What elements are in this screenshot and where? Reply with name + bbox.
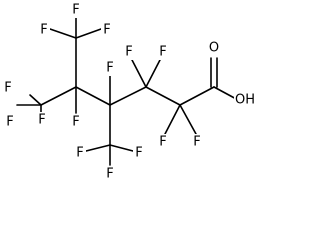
atom-label-f: F bbox=[72, 3, 79, 18]
bond-ctop-fright bbox=[75, 28, 102, 39]
bond-c5-c4 bbox=[75, 86, 111, 106]
structure-diagram: F F F F F F F F F F F F F F F O OH bbox=[2, 2, 258, 182]
atom-label-f: F bbox=[72, 115, 79, 130]
bond-c3-fright bbox=[145, 57, 162, 88]
atom-label-f: F bbox=[106, 61, 113, 76]
atom-label-oh: OH bbox=[235, 93, 255, 108]
bond-c4-c3 bbox=[109, 86, 147, 106]
bonds bbox=[16, 13, 241, 166]
bond-cbottom-fright bbox=[109, 144, 134, 152]
atom-label-o: O bbox=[209, 41, 219, 56]
bond-ctop-fleft bbox=[49, 28, 77, 39]
atom-label-f: F bbox=[76, 146, 83, 161]
atom-label-f: F bbox=[6, 115, 13, 130]
atom-label-f: F bbox=[40, 23, 47, 38]
atom-labels: F F F F F F F F F F F F F F F O OH bbox=[2, 2, 258, 182]
bond-c2-fright bbox=[179, 104, 197, 135]
bond-c3-c2 bbox=[145, 86, 181, 106]
atom-label-f: F bbox=[159, 45, 166, 60]
bond-c2-fleft bbox=[164, 104, 181, 135]
atom-label-f: F bbox=[4, 81, 11, 96]
atom-label-f: F bbox=[38, 113, 45, 128]
atom-label-f: F bbox=[125, 45, 132, 60]
bond-cbottom-fleft bbox=[85, 144, 111, 152]
atom-label-f: F bbox=[135, 146, 142, 161]
atom-label-f: F bbox=[159, 135, 166, 150]
atom-label-f: F bbox=[193, 135, 200, 150]
bond-c2-c1 bbox=[179, 86, 215, 106]
bond-c3-fleft bbox=[130, 57, 147, 88]
bond-cleft-ftop bbox=[29, 94, 42, 106]
atom-label-f: F bbox=[106, 167, 113, 182]
bond-c5-cleft bbox=[40, 86, 77, 106]
atom-label-f: F bbox=[103, 23, 110, 38]
